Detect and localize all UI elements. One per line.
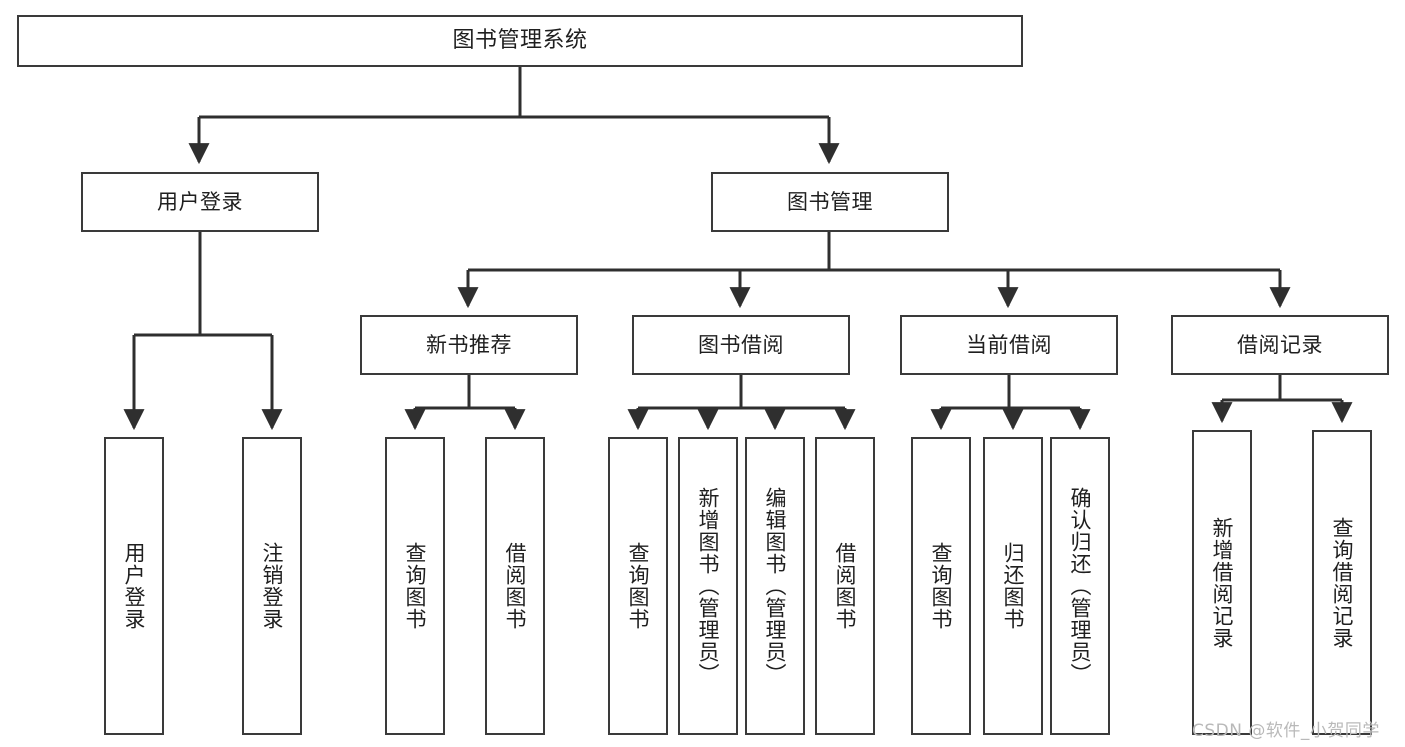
node-book-management-label: 图书管理 (787, 189, 873, 214)
csdn-watermark: CSDN @软件_小贺同学 (1192, 721, 1380, 741)
node-record-query[interactable]: 查询借阅记录 (1312, 430, 1372, 735)
node-recommend-query-book-label: 查询图书 (403, 542, 428, 630)
node-current-return-book-label: 归还图书 (1001, 542, 1026, 630)
node-root[interactable]: 图书管理系统 (17, 15, 1023, 67)
node-book-borrow-label: 图书借阅 (698, 332, 784, 357)
node-borrow-add-book[interactable]: 新增图书（管理员） (678, 437, 738, 735)
node-borrow-borrow-book-label: 借阅图书 (833, 542, 858, 630)
node-borrow-edit-book[interactable]: 编辑图书（管理员） (745, 437, 805, 735)
node-current-borrow[interactable]: 当前借阅 (900, 315, 1118, 375)
node-record-add[interactable]: 新增借阅记录 (1192, 430, 1252, 735)
node-current-confirm-return[interactable]: 确认归还（管理员） (1050, 437, 1110, 735)
node-new-book-recommend-label: 新书推荐 (426, 332, 512, 357)
node-user-login[interactable]: 用户登录 (81, 172, 319, 232)
node-borrow-add-book-label: 新增图书（管理员） (696, 487, 721, 685)
node-user-login-label: 用户登录 (157, 189, 243, 214)
node-user-logout-action[interactable]: 注销登录 (242, 437, 302, 735)
node-current-return-book[interactable]: 归还图书 (983, 437, 1043, 735)
node-new-book-recommend[interactable]: 新书推荐 (360, 315, 578, 375)
node-record-query-label: 查询借阅记录 (1330, 516, 1355, 649)
node-current-confirm-return-label: 确认归还（管理员） (1068, 487, 1093, 685)
node-recommend-borrow-book[interactable]: 借阅图书 (485, 437, 545, 735)
node-borrow-query-book-label: 查询图书 (626, 542, 651, 630)
node-record-add-label: 新增借阅记录 (1210, 516, 1235, 649)
node-current-query-book[interactable]: 查询图书 (911, 437, 971, 735)
node-user-login-action[interactable]: 用户登录 (104, 437, 164, 735)
node-borrow-record-label: 借阅记录 (1237, 332, 1323, 357)
node-recommend-query-book[interactable]: 查询图书 (385, 437, 445, 735)
node-current-borrow-label: 当前借阅 (966, 332, 1052, 357)
node-root-label: 图书管理系统 (452, 28, 588, 54)
node-recommend-borrow-book-label: 借阅图书 (503, 542, 528, 630)
node-borrow-edit-book-label: 编辑图书（管理员） (763, 487, 788, 685)
node-borrow-record[interactable]: 借阅记录 (1171, 315, 1389, 375)
node-user-logout-action-label: 注销登录 (260, 542, 285, 630)
node-user-login-action-label: 用户登录 (122, 542, 147, 630)
node-borrow-query-book[interactable]: 查询图书 (608, 437, 668, 735)
node-book-management[interactable]: 图书管理 (711, 172, 949, 232)
node-borrow-borrow-book[interactable]: 借阅图书 (815, 437, 875, 735)
node-current-query-book-label: 查询图书 (929, 542, 954, 630)
node-book-borrow[interactable]: 图书借阅 (632, 315, 850, 375)
